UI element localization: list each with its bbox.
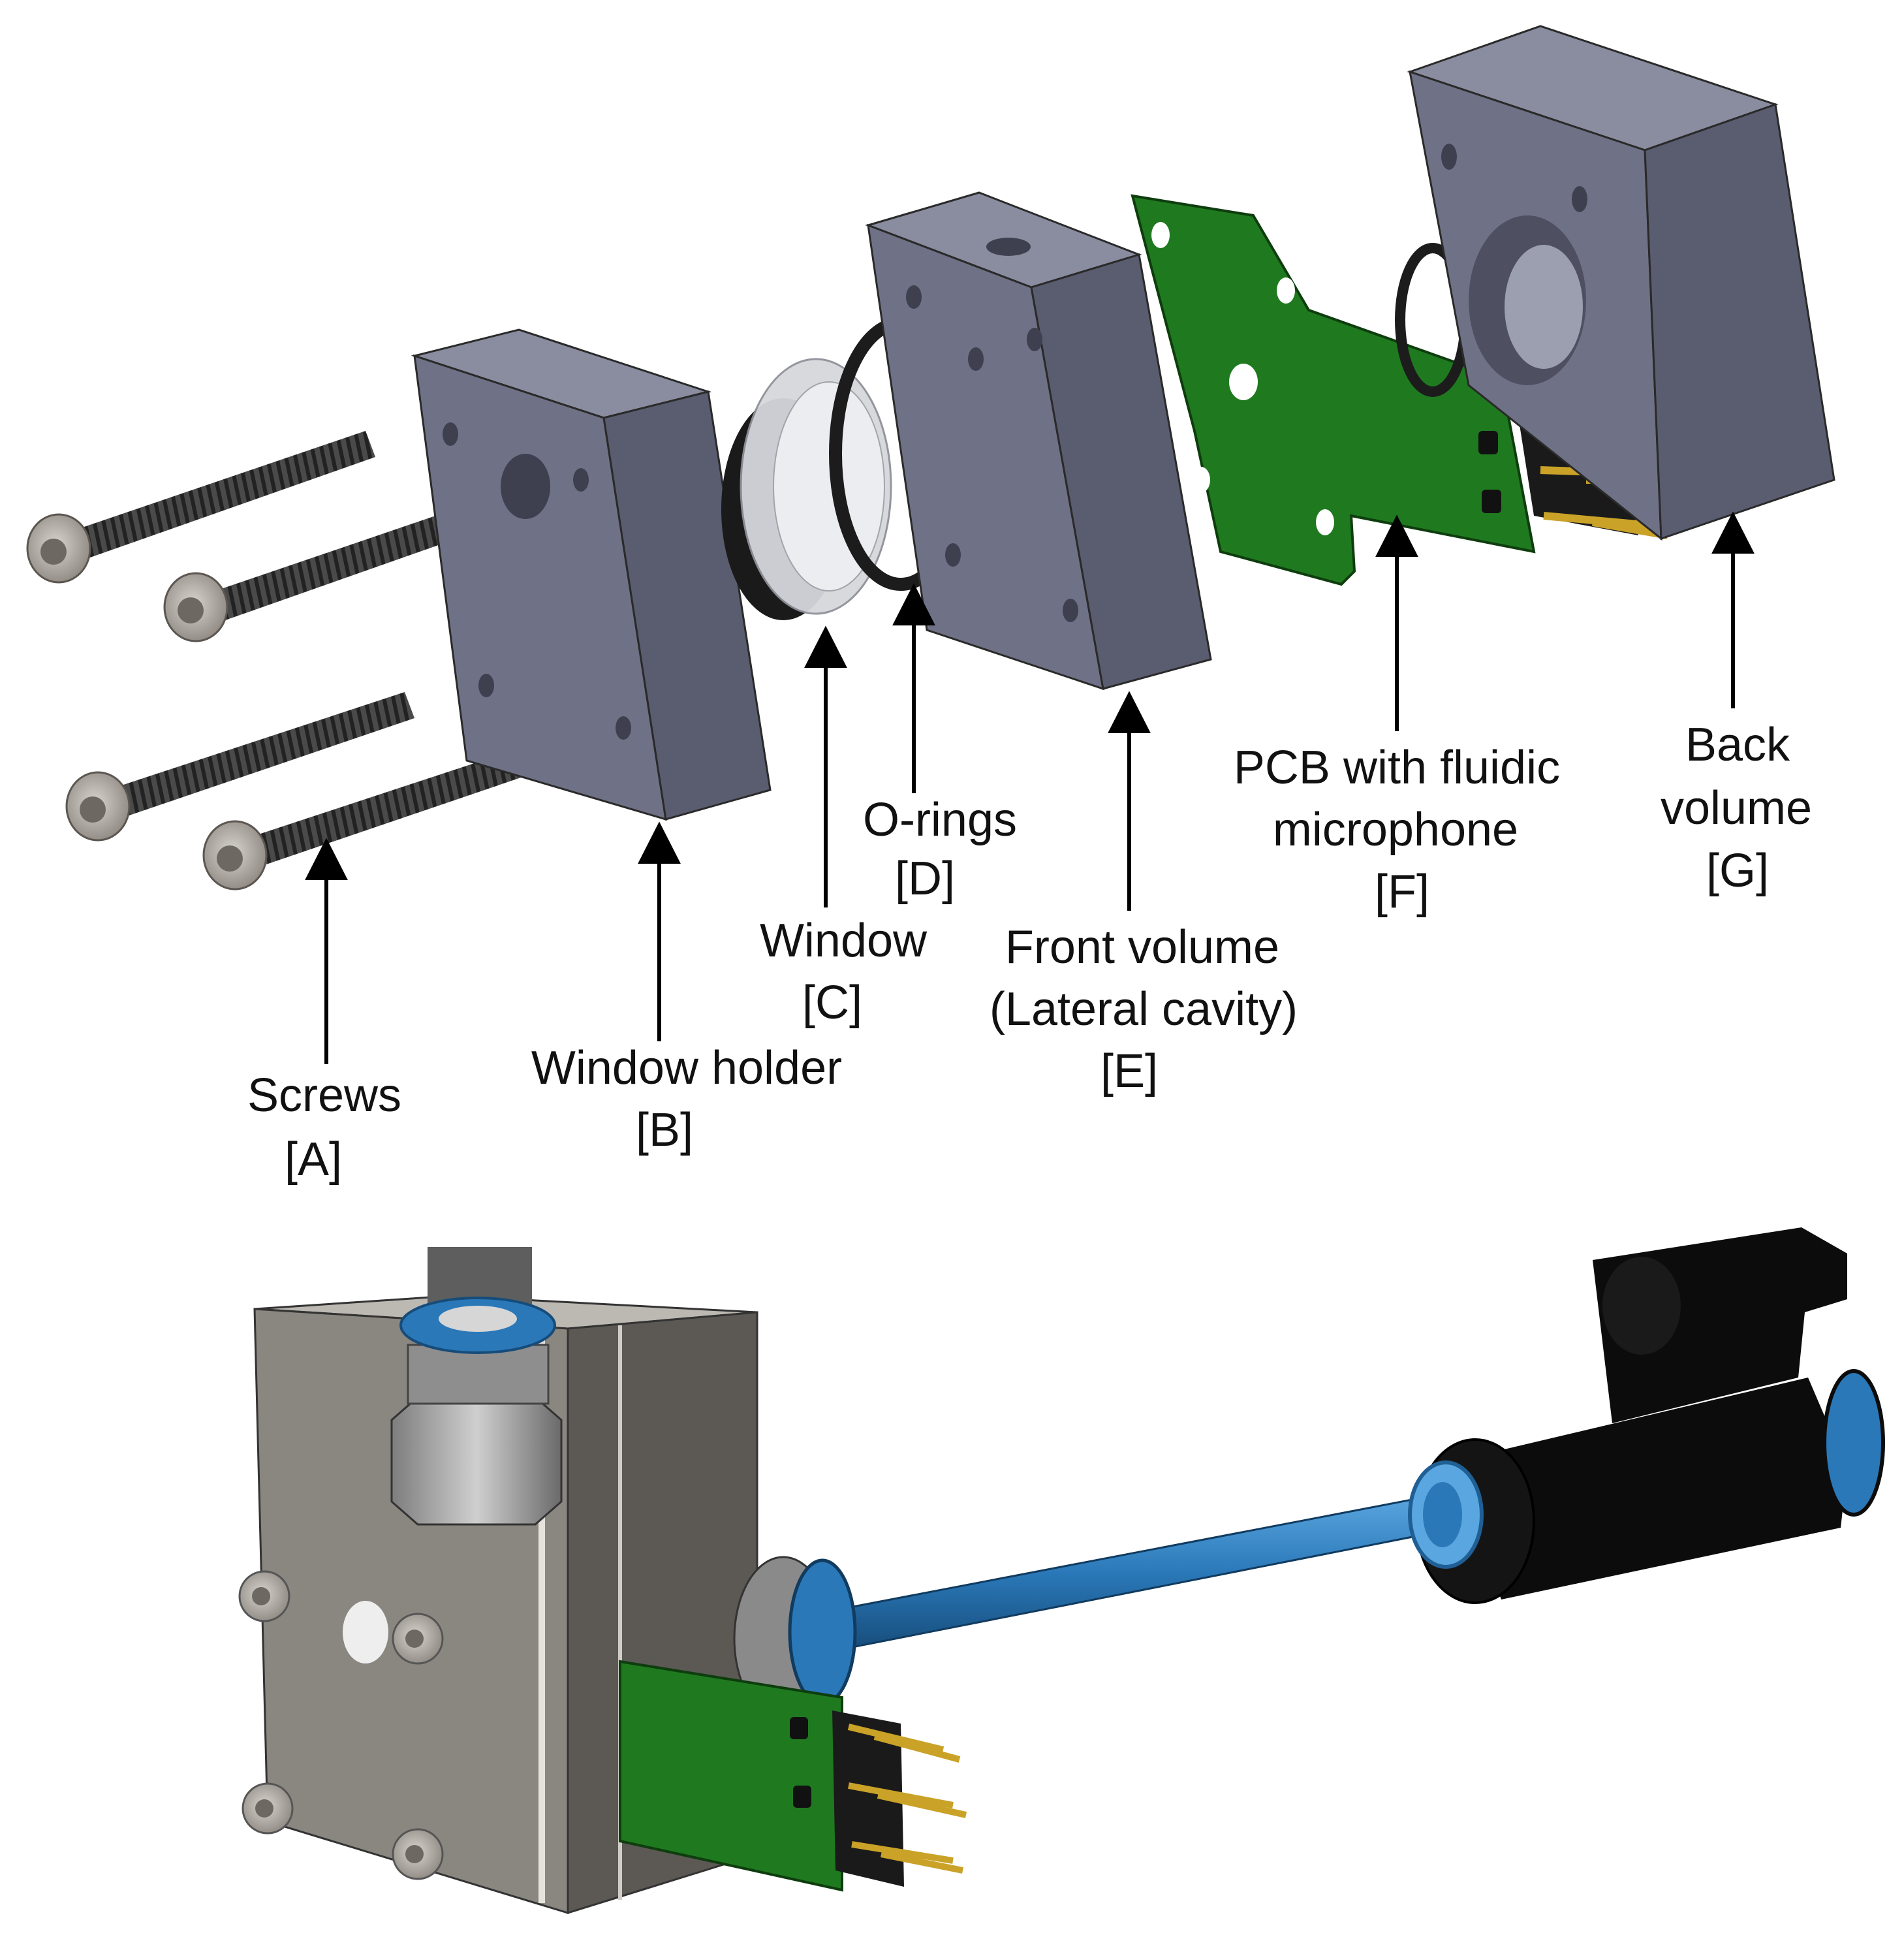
label-back-volume-line2: volume <box>1661 782 1812 834</box>
assembled-device <box>238 1227 1885 1915</box>
arrow-front-volume <box>1108 691 1151 911</box>
label-front-volume-tag: [E] <box>1100 1045 1158 1097</box>
side-fitting-ring <box>733 1556 857 1722</box>
label-window-name: Window <box>760 915 928 967</box>
label-window-tag: [C] <box>802 977 862 1029</box>
label-pcb-tag: [F] <box>1375 866 1429 918</box>
label-screws-tag: [A] <box>285 1133 342 1186</box>
elbow-fitting <box>1408 1227 1885 1604</box>
push-in-fitting <box>390 1247 563 1526</box>
label-screws-name: Screws <box>247 1069 401 1122</box>
window-holder-part <box>411 328 772 821</box>
screw-3 <box>65 692 414 842</box>
assembled-pcb <box>619 1660 967 1892</box>
back-volume-part <box>1407 25 1835 541</box>
arrow-o-rings <box>892 583 935 793</box>
callout-arrows <box>305 511 1755 1064</box>
label-o-rings-tag: [D] <box>895 853 955 905</box>
front-volume-part <box>865 191 1212 691</box>
arrow-back-volume <box>1711 511 1755 708</box>
label-front-volume-line1: Front volume <box>1005 921 1279 973</box>
blue-tube <box>821 1494 1444 1653</box>
arrow-window <box>804 625 847 907</box>
arrow-window-holder <box>638 821 681 1041</box>
arrow-pcb <box>1375 514 1418 731</box>
label-pcb-line1: PCB with fluidic <box>1234 742 1560 794</box>
label-pcb-line2: microphone <box>1273 804 1518 856</box>
label-o-rings-name: O-rings <box>863 794 1017 846</box>
label-front-volume-line2: (Lateral cavity) <box>990 983 1298 1035</box>
label-back-volume-line1: Back <box>1685 719 1790 771</box>
callout-labels: Screws [A] Window holder [B] Window [C] … <box>247 719 1812 1186</box>
arrow-screws <box>305 838 348 1064</box>
label-window-holder-name: Window holder <box>531 1042 842 1094</box>
label-window-holder-tag: [B] <box>636 1104 693 1156</box>
screw-1 <box>26 431 375 584</box>
window-part <box>721 358 892 620</box>
screw-4 <box>202 741 552 891</box>
label-back-volume-tag: [G] <box>1706 845 1769 897</box>
